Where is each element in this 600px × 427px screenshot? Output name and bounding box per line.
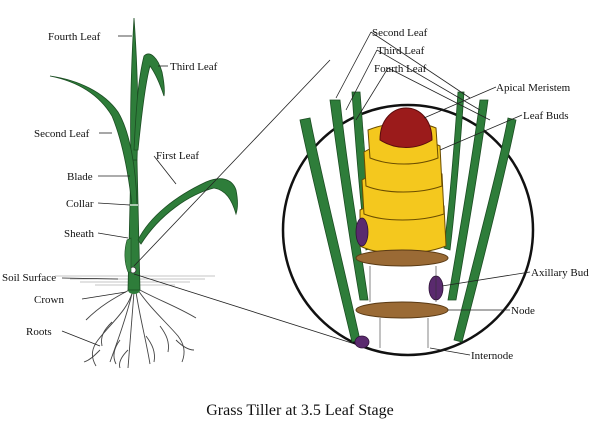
detail-magnified-view (281, 91, 535, 357)
label-apical-meristem: Apical Meristem (496, 82, 571, 94)
label-leaf-buds: Leaf Buds (523, 110, 569, 122)
label-detail-fourth-leaf: Fourth Leaf (374, 63, 427, 75)
label-fourth-leaf: Fourth Leaf (48, 31, 101, 43)
labels: Fourth Leaf Third Leaf Second Leaf First… (2, 27, 589, 419)
label-sheath: Sheath (64, 228, 94, 240)
label-third-leaf: Third Leaf (170, 61, 218, 73)
label-collar: Collar (66, 198, 94, 210)
third-leaf-shape (133, 53, 165, 151)
label-second-leaf: Second Leaf (34, 128, 90, 140)
detail-leaf-strips (299, 91, 517, 343)
node-bands (355, 249, 449, 319)
label-roots: Roots (26, 326, 52, 338)
internode-lines (369, 266, 437, 348)
figure-caption: Grass Tiller at 3.5 Leaf Stage (206, 402, 394, 419)
label-soil-surface: Soil Surface (2, 272, 56, 284)
plant-illustration (49, 17, 238, 369)
label-blade: Blade (67, 171, 93, 183)
label-node: Node (511, 305, 535, 317)
apical-meristem-shape (379, 107, 433, 148)
tiller-bud-shape (124, 237, 132, 273)
roots-illustration (83, 288, 197, 369)
first-leaf-shape (137, 178, 238, 245)
label-crown: Crown (34, 294, 64, 306)
second-leaf-shape (49, 75, 138, 206)
label-detail-second-leaf: Second Leaf (372, 27, 428, 39)
label-detail-third-leaf: Third Leaf (377, 45, 425, 57)
label-internode: Internode (471, 350, 513, 362)
label-first-leaf: First Leaf (156, 150, 199, 162)
leader-lines (61, 31, 531, 356)
magnification-lines (133, 59, 359, 346)
label-axillary-bud: Axillary Bud (531, 267, 589, 279)
